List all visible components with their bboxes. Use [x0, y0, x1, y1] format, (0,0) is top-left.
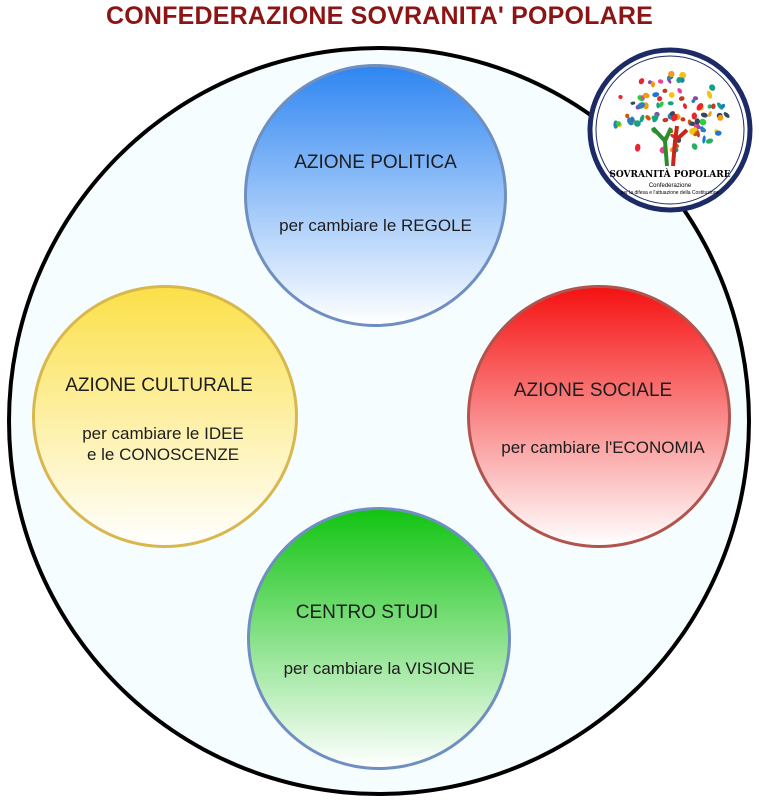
logo-hand-mark: [645, 115, 651, 121]
node-azione-culturale: AZIONE CULTURALE per cambiare le IDEE e …: [32, 285, 298, 548]
logo-hand-mark: [670, 113, 678, 122]
logo-hand-mark: [656, 102, 660, 109]
logo-hand-mark: [652, 114, 659, 123]
logo-hand-mark: [658, 101, 664, 108]
node-subtitle: per cambiare le IDEE e le CONOSCENZE: [82, 424, 244, 464]
logo-hand-mark: [625, 113, 630, 119]
logo-hand-mark: [702, 135, 706, 144]
logo-hand-mark: [711, 103, 716, 110]
logo-hand-mark: [668, 70, 675, 78]
logo-hand-mark: [642, 92, 650, 99]
logo-hand-mark: [650, 81, 656, 88]
logo-hand-mark: [701, 127, 707, 133]
node-subtitle: per cambiare l'ECONOMIA: [501, 438, 705, 457]
logo-hand-mark: [668, 92, 675, 98]
logo-hand-mark: [679, 71, 687, 79]
logo-hand-mark: [657, 96, 663, 102]
logo-emblem-icon: [587, 47, 753, 213]
logo-hand-mark: [720, 103, 726, 109]
logo-hand-mark: [630, 116, 635, 123]
logo: SOVRANITÀ POPOLARE Confederazione per la…: [585, 46, 755, 214]
logo-hand-mark: [691, 143, 698, 150]
node-subtitle: per cambiare le REGOLE: [279, 216, 472, 235]
logo-hand-mark: [691, 99, 696, 103]
logo-hand-mark: [705, 138, 714, 144]
logo-hand-mark: [682, 103, 688, 109]
logo-hand-mark: [706, 90, 713, 99]
logo-hand-mark: [678, 96, 685, 101]
node-centro-studi: CENTRO STUDI per cambiare la VISIONE: [247, 507, 511, 770]
logo-hand-mark: [618, 94, 623, 100]
logo-hand-mark: [637, 102, 645, 109]
logo-tagline: per la difesa e l'attuazione della Costi…: [620, 190, 720, 196]
logo-hand-mark: [662, 117, 669, 123]
logo-hand-mark: [630, 101, 636, 105]
logo-hand-mark: [694, 118, 700, 125]
logo-hand-mark: [693, 96, 699, 101]
logo-hand-mark: [700, 112, 708, 118]
logo-hand-mark: [709, 84, 716, 91]
logo-hand-mark: [691, 112, 698, 120]
node-title: AZIONE CULTURALE: [65, 375, 253, 396]
logo-hand-mark: [638, 78, 645, 85]
node-azione-politica: AZIONE POLITICA per cambiare le REGOLE: [244, 64, 507, 327]
logo-hand-mark: [699, 118, 707, 126]
logo-hand-mark: [652, 92, 660, 98]
logo-hand-mark: [708, 111, 712, 117]
logo-hand-mark: [667, 101, 674, 106]
logo-hand-mark: [676, 77, 682, 83]
node-subtitle: per cambiare la VISIONE: [283, 659, 475, 678]
logo-hand-mark: [634, 120, 641, 127]
logo-hand-mark: [615, 121, 621, 126]
page-title: CONFEDERAZIONE SOVRANITA' POPOLARE: [105, 2, 654, 30]
logo-hand-mark: [662, 88, 668, 93]
logo-hand-mark: [657, 79, 664, 84]
node-azione-sociale: AZIONE SOCIALE per cambiare l'ECONOMIA: [467, 285, 731, 548]
logo-hand-mark: [696, 103, 704, 111]
logo-hand-mark: [677, 88, 683, 94]
logo-hand-mark: [689, 128, 696, 135]
logo-hand-mark: [634, 143, 641, 152]
logo-hand-mark: [669, 111, 675, 116]
logo-hand-mark: [696, 125, 701, 130]
logo-hand-mark: [680, 117, 686, 122]
logo-hand-mark: [723, 112, 730, 118]
logo-hand-mark: [707, 104, 712, 109]
node-title: AZIONE SOCIALE: [513, 380, 673, 401]
node-title: AZIONE POLITICA: [294, 152, 457, 173]
node-title: CENTRO STUDI: [295, 602, 439, 623]
logo-hand-mark: [689, 121, 696, 127]
logo-subtitle: Confederazione: [648, 183, 692, 189]
logo-hand-mark: [715, 130, 722, 136]
logo-name: SOVRANITÀ POPOLARE: [609, 170, 731, 180]
logo-hand-mark: [639, 114, 645, 123]
logo-hand-mark: [717, 114, 724, 121]
